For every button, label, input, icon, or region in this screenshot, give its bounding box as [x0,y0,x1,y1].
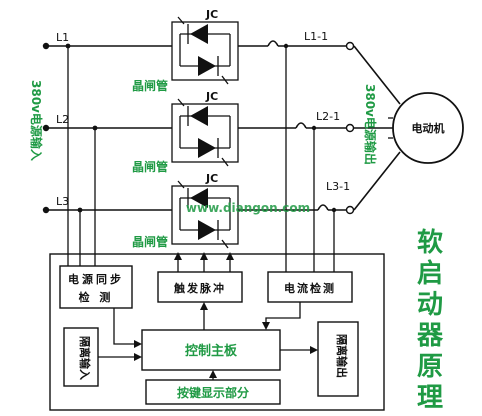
input-side-label: 380v电源输入 [29,80,44,161]
label-l2: L2 [56,113,69,126]
current-detect-label: 电流检测 [284,281,336,295]
current-detect-block [267,271,353,303]
current-taps [283,43,337,272]
page-title: 软启动器原理 [416,228,443,413]
jc-label-bot: JC [205,172,218,185]
thyristor-label-mid: 晶闸管 [132,159,168,174]
isolation-input-block [63,327,99,387]
label-l1: L1 [56,31,69,44]
control-connections [98,302,318,380]
trigger-pulse-block [157,271,243,303]
isolation-output-block [317,321,359,397]
jc-label-mid: JC [205,90,218,103]
output-side-label: 380v电源输出 [363,84,378,165]
jc-label-top: JC [205,8,218,21]
thyristor-module-mid [171,98,239,167]
keypad-display-block [145,379,281,405]
thyristor-label-top: 晶闸管 [132,78,168,93]
watermark: www.diangon.com [186,201,310,215]
sync-taps [65,43,98,266]
thyristor-label-bot: 晶闸管 [132,234,168,249]
isolation-output-label: 隔离输出 [335,334,349,378]
power-sync-label-2: 检 测 [79,290,114,304]
trigger-arrows [174,252,234,272]
label-l2-out: L2-1 [316,110,340,123]
thyristor-module-bot [171,180,239,249]
control-board-label: 控制主板 [185,343,238,359]
phase-line-l3 [42,204,355,215]
label-l1-out: L1-1 [304,30,328,43]
thyristor-module-top [171,16,239,85]
motor-symbol [353,45,464,211]
keypad-display-label: 按键显示部分 [177,385,249,400]
trigger-pulse-label: 触发脉冲 [173,281,226,295]
power-sync-detect-block [59,265,133,309]
control-board-block [141,329,281,371]
isolation-input-label: 隔离输入 [78,336,92,380]
phase-line-l2 [42,122,355,133]
power-sync-label-1: 电源同步 [68,272,124,286]
label-l3: L3 [56,195,69,208]
motor-label: 电动机 [412,121,445,135]
label-l3-out: L3-1 [326,180,350,193]
